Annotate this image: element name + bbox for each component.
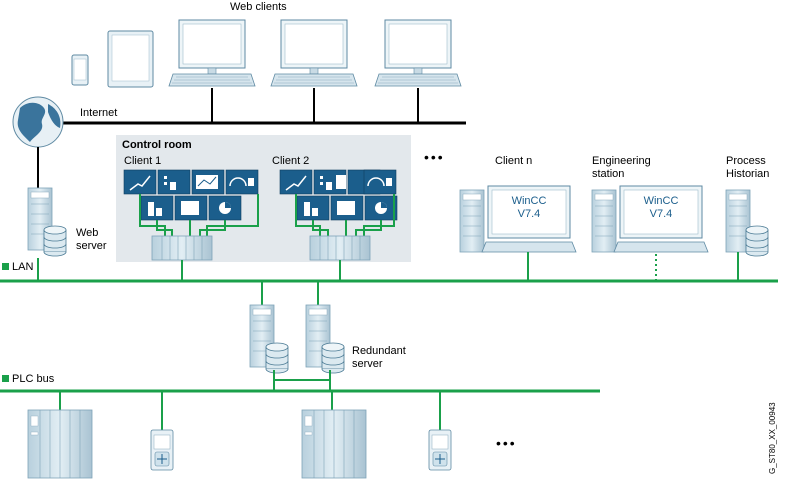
monitor-icon — [168, 19, 256, 87]
wincc-version-screen-1-line1: WinCC — [511, 195, 547, 207]
database-icon — [265, 342, 289, 374]
database-icon — [745, 225, 769, 257]
more-devices-ellipsis: ••• — [496, 435, 517, 451]
web-clients-label: Web clients — [230, 1, 287, 13]
server-icon — [591, 189, 617, 253]
engineering-station-label-line2: station — [592, 168, 625, 180]
hmi-panel-icon — [150, 429, 174, 471]
database-icon — [321, 342, 345, 374]
web-server-label-line1: Web — [76, 227, 99, 239]
control-room-title: Control room — [122, 139, 192, 151]
client2-label: Client 2 — [272, 155, 310, 167]
internet-label: Internet — [80, 107, 118, 119]
lan-marker — [2, 263, 9, 270]
client-n-label: Client n — [495, 155, 533, 167]
plc-icon — [301, 409, 367, 479]
tablet-icon — [107, 30, 154, 88]
lan-label: LAN — [12, 261, 34, 273]
wincc-version-screen-2-line2: V7.4 — [649, 208, 673, 220]
redundant-server-label-line1: Redundant — [352, 345, 406, 357]
process-historian-label-line2: Historian — [726, 168, 770, 180]
plc-bus-marker — [2, 375, 9, 382]
database-icon — [43, 225, 67, 257]
globe-icon — [12, 96, 64, 148]
more-clients-ellipsis: ••• — [424, 149, 445, 165]
monitor-icon — [613, 185, 709, 253]
wincc-version-screen-1-line2: V7.4 — [517, 208, 541, 220]
process-historian-label-line1: Process — [726, 155, 766, 167]
image-code-label: G_ST80_XX_00943 — [768, 402, 777, 474]
web-server-label-line2: server — [76, 240, 107, 252]
monitor-icon — [270, 19, 358, 87]
client1-label: Client 1 — [124, 155, 162, 167]
monitor-icon — [374, 19, 462, 87]
client1-screens — [123, 169, 259, 221]
plc-icon — [151, 235, 213, 261]
monitor-icon — [481, 185, 577, 253]
engineering-station-label-line1: Engineering — [592, 155, 651, 167]
smartphone-icon — [71, 54, 89, 86]
plc-icon — [309, 235, 371, 261]
redundant-server-label-line2: server — [352, 358, 383, 370]
plc-icon — [27, 409, 93, 479]
plc-bus-label: PLC bus — [12, 373, 55, 385]
wincc-version-screen-2-line1: WinCC — [643, 195, 679, 207]
server-icon — [459, 189, 485, 253]
client2-screens — [279, 169, 398, 221]
hmi-panel-icon — [428, 429, 452, 471]
